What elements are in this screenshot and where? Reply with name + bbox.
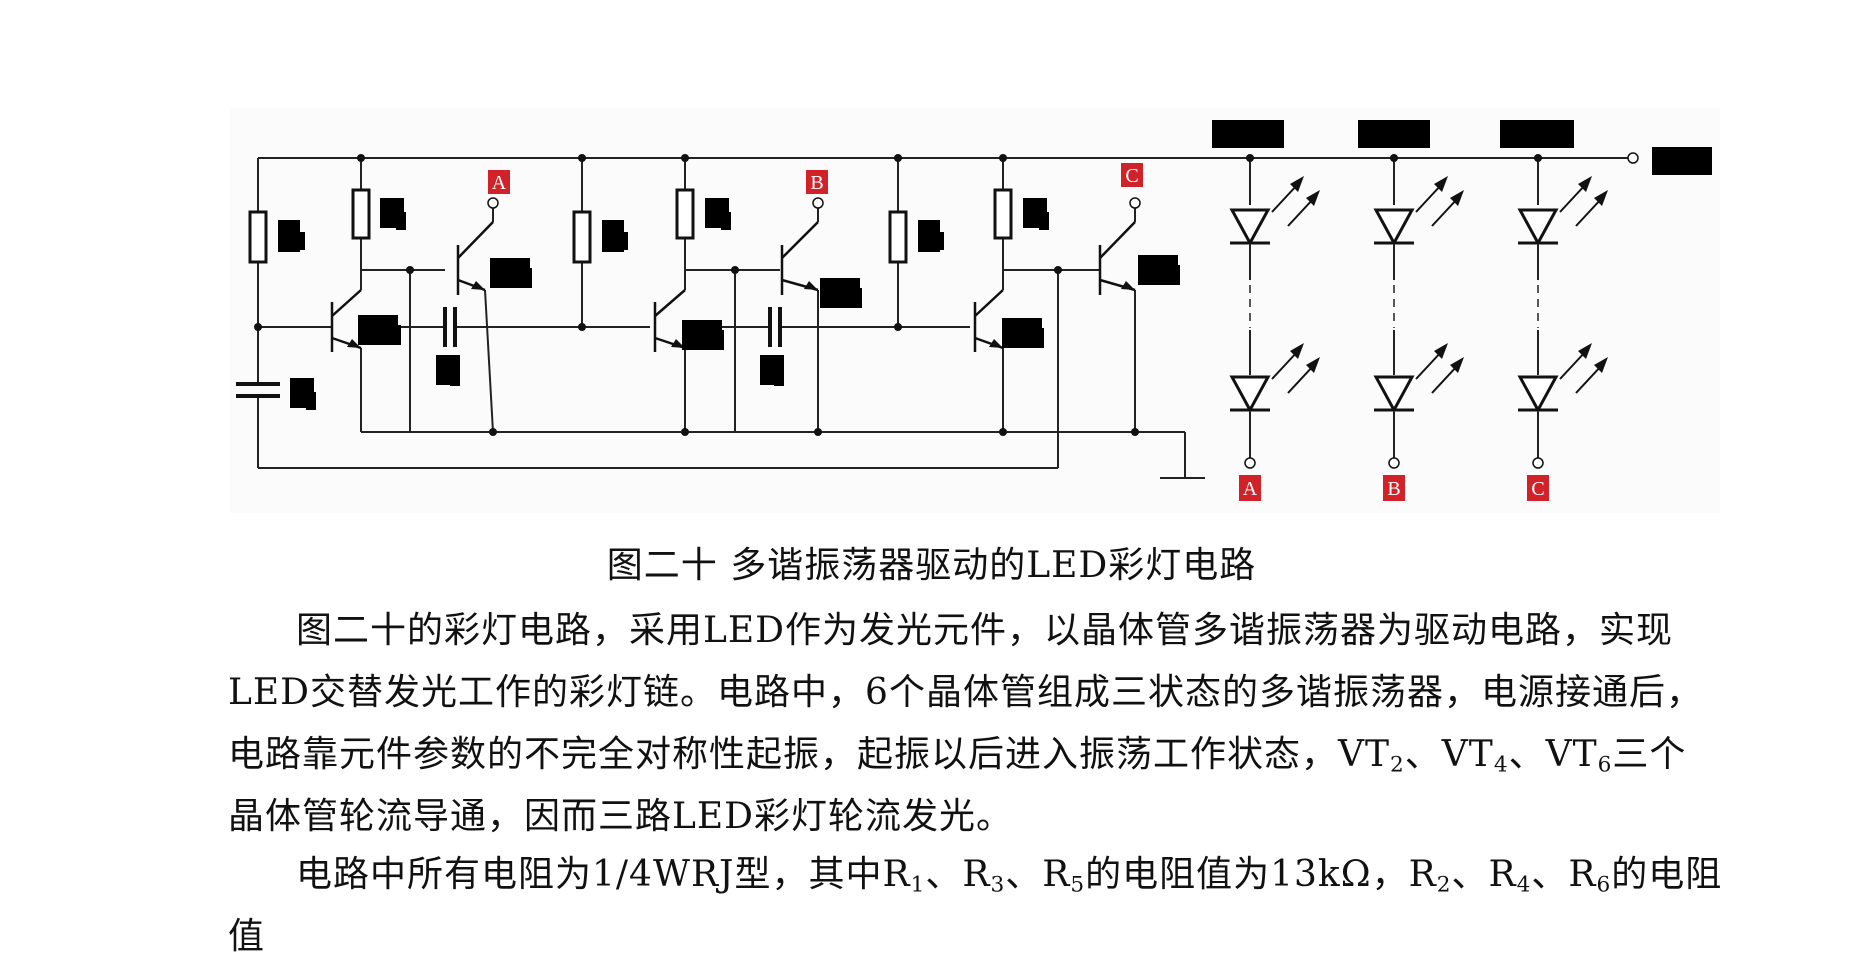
resistor-symbol: R [1408, 854, 1437, 895]
svg-text:A: A [492, 172, 507, 194]
paragraph-line: 电路中所有电阻为1/4WRJ型，其中R1、R3、R5的电阻值为13kΩ，R2、R… [228, 844, 1758, 968]
transistor-symbol: VT [1338, 734, 1391, 775]
terminal-label-a-bottom: A [1239, 475, 1261, 501]
led-string-dashes [1249, 285, 1539, 328]
separator: 、 [1451, 854, 1489, 895]
body-paragraph-1: 图二十的彩灯电路，采用LED作为发光元件，以晶体管多谐振荡器为驱动电路，实现 L… [228, 600, 1758, 848]
terminal-label-a-top: A [488, 170, 510, 194]
subscript: 6 [1597, 752, 1613, 778]
separator: 、 [1404, 734, 1442, 775]
terminal-label-b-top: B [806, 170, 828, 194]
terminals [487, 152, 1639, 469]
separator: 、 [1531, 854, 1569, 895]
svg-text:B: B [810, 172, 823, 194]
paragraph-line: 电路靠元件参数的不完全对称性起振，起振以后进入振荡工作状态，VT2、VT4、VT… [228, 724, 1758, 786]
separator: 、 [1508, 734, 1546, 775]
resistor-symbol: R [962, 854, 991, 895]
text-run: 的电阻值为13kΩ， [1085, 854, 1409, 895]
resistor-symbol: R [1042, 854, 1071, 895]
paragraph-line: 图二十的彩灯电路，采用LED作为发光元件，以晶体管多谐振荡器为驱动电路，实现 [296, 610, 1674, 651]
transistor-symbol: VT [1545, 734, 1598, 775]
terminal-label-c-top: C [1121, 163, 1143, 187]
paragraph-line: 晶体管轮流导通，因而三路LED彩灯轮流发光。 [228, 796, 1014, 837]
leds [1229, 208, 1559, 414]
svg-text:B: B [1387, 478, 1400, 500]
subscript: 2 [1390, 752, 1405, 778]
text-run: 电路靠元件参数的不完全对称性起振，起振以后进入振荡工作状态， [228, 734, 1339, 775]
subscript: 4 [1493, 752, 1509, 778]
subscript: 1 [910, 872, 926, 898]
led-light-rays [1271, 183, 1603, 394]
separator: 、 [925, 854, 963, 895]
svg-text:C: C [1531, 478, 1544, 500]
svg-text:C: C [1125, 165, 1138, 187]
subscript: 5 [1070, 872, 1086, 898]
paragraph-line: LED交替发光工作的彩灯链。电路中，6个晶体管组成三状态的多谐振荡器，电源接通后… [228, 672, 1703, 713]
resistor-symbol: R [1568, 854, 1597, 895]
redacted-component-labels [278, 120, 1712, 410]
text-run: 三个 [1612, 734, 1687, 775]
subscript: 2 [1436, 872, 1452, 898]
terminal-label-c-bottom: C [1527, 475, 1549, 501]
figure-caption: 图二十 多谐振荡器驱动的LED彩灯电路 [606, 545, 1257, 586]
resistors [248, 188, 1013, 264]
separator: 、 [1005, 854, 1043, 895]
subscript: 3 [990, 872, 1006, 898]
subscript: 6 [1596, 872, 1612, 898]
resistor-symbol: R [882, 854, 911, 895]
resistor-symbol: R [1488, 854, 1517, 895]
transistor-symbol: VT [1441, 734, 1494, 775]
junction-dots [254, 154, 1542, 436]
body-paragraph-2: 电路中所有电阻为1/4WRJ型，其中R1、R3、R5的电阻值为13kΩ，R2、R… [228, 844, 1758, 968]
terminal-label-b-bottom: B [1383, 475, 1405, 501]
led-ray-arrowheads [1290, 176, 1608, 373]
text-run: 电路中所有电阻为1/4WRJ型，其中 [296, 854, 883, 895]
emitter-arrows [347, 281, 1135, 348]
subscript: 4 [1516, 872, 1532, 898]
capacitors [236, 307, 782, 398]
wiring [257, 157, 1628, 479]
svg-text:A: A [1243, 478, 1258, 500]
circuit-diagram: A B C A B C [236, 120, 1712, 501]
